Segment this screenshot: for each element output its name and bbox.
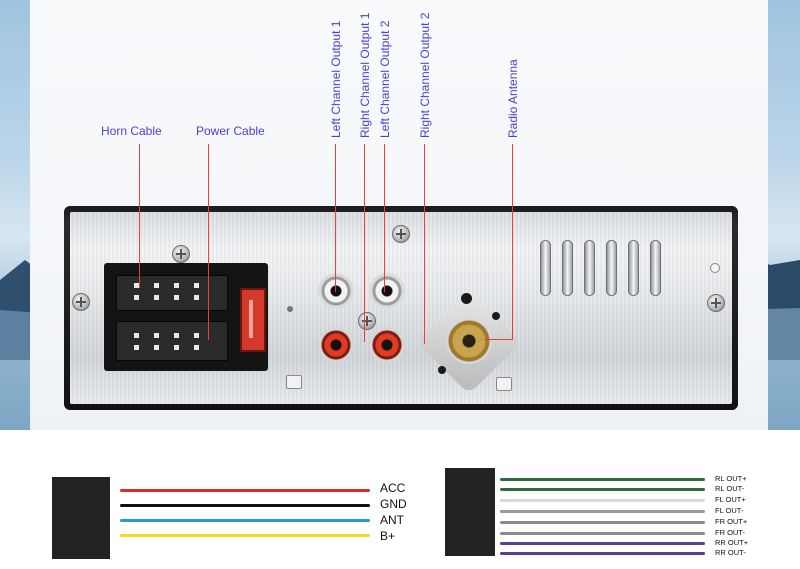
mount-hole — [710, 263, 720, 273]
wire-label-ant: ANT — [380, 513, 404, 527]
speaker-harness-block — [445, 468, 495, 556]
wire-fr-out-minus — [500, 532, 705, 535]
vent-slot — [562, 240, 573, 296]
label-power-cable: Power Cable — [196, 124, 265, 138]
mount-hole — [438, 366, 446, 374]
screw-icon — [172, 245, 190, 263]
screw-icon — [358, 312, 376, 330]
wire-bplus — [120, 534, 370, 537]
wire-label-bplus: B+ — [380, 529, 396, 543]
wire-rl-out-minus — [500, 488, 705, 491]
mount-hole — [492, 312, 500, 320]
wire-label-fl-out-minus: FL OUT- — [715, 506, 744, 515]
wiring-legend: ACC GND ANT B+ RL OUT+ RL OUT- FL OUT+ F… — [0, 430, 800, 569]
screw-icon — [72, 293, 90, 311]
wire-label-rl-out-plus: RL OUT+ — [715, 474, 747, 483]
mount-hole — [287, 306, 293, 312]
callout-line-left-2 — [384, 144, 385, 292]
screw-icon — [707, 294, 725, 312]
wire-label-rr-out-minus: RR OUT- — [715, 548, 746, 557]
callout-line-right-2 — [424, 144, 425, 344]
wire-label-fl-out-plus: FL OUT+ — [715, 495, 746, 504]
callout-line-power — [208, 144, 209, 340]
wire-label-fr-out-minus: FR OUT- — [715, 528, 745, 537]
mount-hole — [461, 293, 472, 304]
screw-icon — [392, 225, 410, 243]
wire-fl-out-plus — [500, 499, 705, 502]
wire-label-acc: ACC — [380, 481, 406, 495]
callout-line-left-1 — [335, 144, 336, 292]
callout-line-antenna-elbow — [484, 339, 512, 340]
wire-ant — [120, 519, 370, 522]
radio-antenna-socket — [446, 318, 492, 364]
label-right-channel-output-2: Right Channel Output 2 — [418, 12, 432, 138]
wire-rl-out-plus — [500, 478, 705, 481]
vent-slot — [606, 240, 617, 296]
vent-slot — [584, 240, 595, 296]
wire-rr-out-minus — [500, 552, 705, 555]
label-right-channel-output-1: Right Channel Output 1 — [358, 12, 372, 138]
fuse — [240, 288, 266, 352]
power-harness-block — [52, 477, 110, 559]
rca-right-output-2 — [369, 327, 405, 363]
callout-line-antenna — [512, 144, 513, 340]
vent-slot — [540, 240, 551, 296]
clip — [496, 377, 512, 391]
label-radio-antenna: Radio Antenna — [506, 59, 520, 138]
callout-line-right-1 — [364, 144, 365, 342]
wire-label-fr-out-plus: FR OUT+ — [715, 517, 748, 526]
wire-rr-out-plus — [500, 542, 705, 545]
callout-line-horn — [139, 144, 140, 288]
wire-fl-out-minus — [500, 510, 705, 513]
wire-gnd — [120, 504, 370, 507]
wire-label-rr-out-plus: RR OUT+ — [715, 538, 749, 547]
clip — [286, 375, 302, 389]
vent-slot — [628, 240, 639, 296]
rca-left-output-1 — [318, 273, 354, 309]
wire-label-rl-out-minus: RL OUT- — [715, 484, 745, 493]
label-left-channel-output-2: Left Channel Output 2 — [378, 20, 392, 138]
rca-left-output-2 — [369, 273, 405, 309]
wire-fr-out-plus — [500, 521, 705, 524]
vent-slot — [650, 240, 661, 296]
label-horn-cable: Horn Cable — [101, 124, 162, 138]
rca-right-output-1 — [318, 327, 354, 363]
wire-acc — [120, 489, 370, 492]
wire-label-gnd: GND — [380, 497, 407, 511]
label-left-channel-output-1: Left Channel Output 1 — [329, 20, 343, 138]
